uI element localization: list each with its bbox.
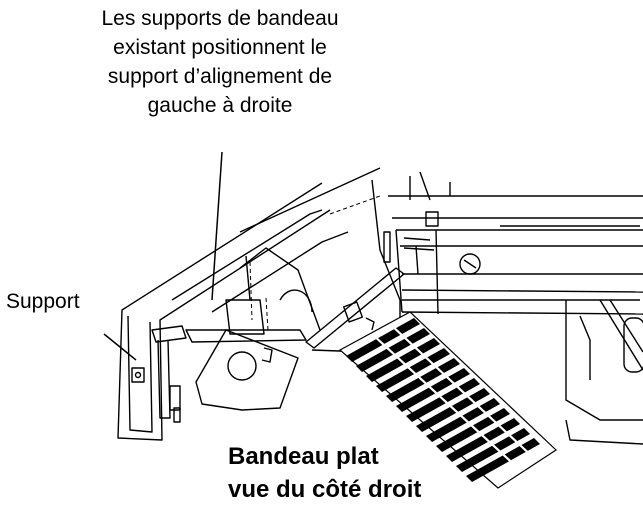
caption-line-2: vue du côté droit — [228, 476, 422, 503]
leader-lines — [103, 151, 223, 361]
support-label: Support — [6, 290, 80, 313]
ribbed-roller — [338, 311, 557, 489]
callout-line-2: existant positionnent le — [113, 36, 327, 59]
view-caption: Bandeau plat vue du côté droit — [228, 440, 421, 506]
alignment-support — [185, 329, 307, 343]
support-leader — [103, 333, 137, 361]
callout-line-3: support d’alignement de — [107, 65, 333, 88]
support-bracket — [151, 325, 187, 343]
callout-line-4: gauche à droite — [147, 94, 293, 117]
callout-leader — [211, 151, 223, 301]
caption-line-1: Bandeau plat — [228, 443, 379, 470]
header-housing-outline — [117, 182, 331, 441]
alignment-support-callout: Les supports de bandeau existant positio… — [70, 4, 370, 120]
callout-line-1: Les supports de bandeau — [101, 7, 339, 30]
right-frame-top — [371, 179, 401, 330]
